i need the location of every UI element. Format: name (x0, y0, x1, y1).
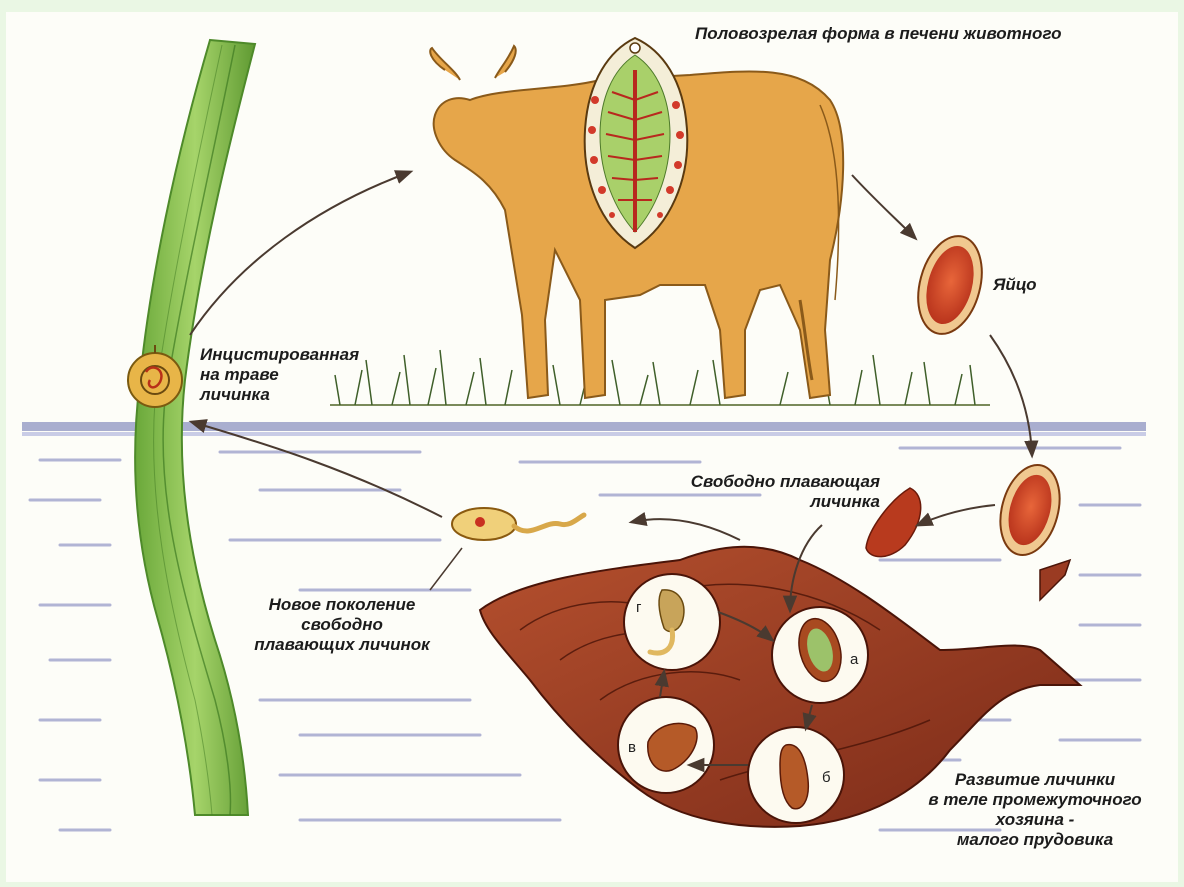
label-free-larva: Свободно плавающая личинка (640, 472, 880, 512)
stage-circle-v: в (618, 697, 714, 793)
egg (908, 229, 992, 341)
label-host-development: Развитие личинки в теле промежуточного х… (910, 770, 1160, 850)
label-adult-form: Половозрелая форма в печени животного (695, 24, 1061, 44)
egg-in-water (991, 458, 1069, 561)
label-encysted-larva: Инцистированная на траве личинка (200, 345, 359, 405)
stage-circle-g: г (624, 574, 720, 670)
label-egg: Яйцо (993, 275, 1037, 295)
grass-tuft (330, 350, 990, 405)
pointer-new-generation (430, 548, 462, 590)
arrow-cercaria-to-blade (192, 422, 442, 517)
stage-circle-a: а (772, 607, 868, 703)
stage-letter-a: а (850, 651, 859, 668)
arrow-larva-to-cow (190, 172, 410, 335)
stage-letter-v: в (628, 739, 636, 756)
arrow-egg-to-water (990, 335, 1032, 455)
arrow-snail-out (632, 519, 740, 540)
stage-circle-b: б (748, 727, 844, 823)
cercaria-larva (452, 508, 584, 540)
water-surface (22, 422, 1146, 436)
stage-letter-b: б (822, 769, 831, 786)
stage-letter-g: г (636, 599, 642, 616)
arrow-egg-to-larva (918, 505, 995, 525)
label-new-generation: Новое поколение свободно плавающих личин… (232, 595, 452, 655)
arrow-cow-to-egg (852, 175, 915, 238)
